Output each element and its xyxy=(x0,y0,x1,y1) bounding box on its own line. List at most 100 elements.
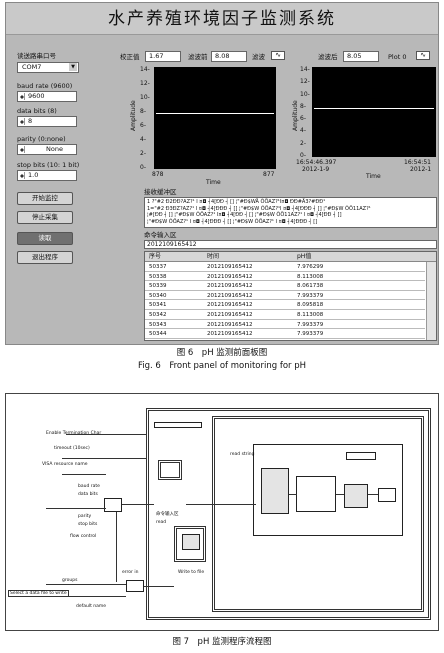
y-tick-label: 12- xyxy=(300,78,310,86)
cell-index: 50340 xyxy=(149,292,167,299)
cell-ph: 8.113008 xyxy=(297,312,324,318)
plot-legend-icon[interactable]: ∿ xyxy=(416,51,430,60)
filter-label: 滤波 xyxy=(252,53,265,61)
table-row[interactable]: 50337 2012109165412 7.976299 xyxy=(145,263,425,272)
format-node xyxy=(346,452,376,460)
databits-label: data bits (8) xyxy=(17,107,57,115)
cell-time: 2012109165412 xyxy=(207,292,253,299)
graph-node xyxy=(378,488,396,502)
recv-buffer[interactable]: 1 ?"#2 Ð2ÐÐ?AZ?¹ I ¤◘ ┤4[ÐÐ ┤ [] ¦"#Ð$WÄ… xyxy=(144,197,437,228)
flow-control-label: flow control xyxy=(70,534,97,539)
cell-index: 50337 xyxy=(149,264,167,270)
wire xyxy=(68,596,126,597)
filter-node xyxy=(296,476,336,512)
wire xyxy=(122,504,154,505)
recv-line: ¦"#Ð$W ÕÖAZ?¹ I ¤◘ ┤4[ÐÐÐ ┤ [] ¦"#Ð$W ÕÖ… xyxy=(147,218,318,225)
databits-input[interactable]: 8 xyxy=(17,116,77,127)
cell-index: 50343 xyxy=(149,321,167,328)
y-tick-label: 8- xyxy=(300,102,306,110)
wire xyxy=(368,494,378,495)
read-button[interactable]: 读取 xyxy=(17,232,73,245)
after-label: 滤波后 xyxy=(318,53,338,61)
port-label: 读送路串口号 xyxy=(17,52,56,60)
visa-name-label: VISA resource name xyxy=(42,462,88,467)
correction-input[interactable]: 1.67 xyxy=(145,51,181,62)
table-row[interactable]: 50340 2012109165412 7.993379 xyxy=(145,292,425,301)
cell-index: 50344 xyxy=(149,331,167,338)
y-tick-label: 0- xyxy=(300,152,306,159)
table-scrollbar[interactable] xyxy=(426,262,436,340)
enable-term-label: Enable Termination Char xyxy=(46,431,102,436)
cell-time: 2012109165412 xyxy=(207,264,253,270)
groups-label: groups xyxy=(62,578,78,583)
table-row[interactable]: 50338 2012109165412 8.113008 xyxy=(145,273,425,282)
wire xyxy=(144,586,174,587)
before-value: 8.08 xyxy=(211,51,247,62)
baud-rate-label: baud rate xyxy=(78,484,100,489)
wave-icon[interactable]: ∿ xyxy=(271,51,285,60)
spinner-icon[interactable] xyxy=(19,172,25,179)
table-row[interactable]: 50342 2012109165412 8.113008 xyxy=(145,311,425,320)
recv-line: 1="#2 Ð3ÐZ?AZ?¹ I ¤◘ ┤4[ÐÐÐ ┤ [] ¦"#Ð$W … xyxy=(147,205,371,212)
plot-label: Plot 0 xyxy=(388,53,407,61)
chevron-down-icon[interactable]: ▼ xyxy=(69,63,77,71)
start-monitor-button[interactable]: 开始监控 xyxy=(17,192,73,205)
write-file-label: Write to file xyxy=(178,570,205,575)
graph-right-xend-date: 2012-1 xyxy=(410,166,432,173)
spinner-icon[interactable] xyxy=(19,118,25,125)
recv-label: 接收缓冲区 xyxy=(144,188,177,196)
read-node-label: read xyxy=(156,520,167,525)
cell-ph: 7.993379 xyxy=(297,292,324,299)
parity-input[interactable]: None xyxy=(17,144,77,155)
wire xyxy=(289,494,297,495)
stop-collect-button[interactable]: 停止采集 xyxy=(17,211,73,224)
cell-index: 50338 xyxy=(149,273,167,280)
after-value: 8.05 xyxy=(343,51,379,62)
front-panel: 水产养殖环境因子监测系统 读送路串口号 COM7 ▼ baud rate (96… xyxy=(5,2,439,345)
app-title: 水产养殖环境因子监测系统 xyxy=(108,9,336,29)
col-ph: pH值 xyxy=(297,253,312,260)
select-file-label: Select a data file to write xyxy=(8,590,69,597)
correction-label: 校正值 xyxy=(120,53,140,61)
parity-label: parity (0:none) xyxy=(17,135,66,143)
stopbits-input[interactable]: 1.0 xyxy=(17,170,77,181)
spinner-icon[interactable] xyxy=(19,93,25,100)
stopbits-label: stop bits (10: 1 bit) xyxy=(17,161,80,169)
cmd-input[interactable]: 2012109165412 xyxy=(144,240,437,249)
stop-bits-label: stop bits xyxy=(78,522,98,527)
wire xyxy=(66,434,146,435)
col-time: 时间 xyxy=(207,253,220,260)
exit-button[interactable]: 退出程序 xyxy=(17,251,73,264)
graph-left-xlabel: Time xyxy=(206,179,221,186)
port-select[interactable]: COM7 ▼ xyxy=(17,62,79,73)
graph-left-xstart: 878 xyxy=(152,171,164,178)
y-tick-label: 2- xyxy=(300,139,306,147)
cell-ph: 7.976299 xyxy=(297,264,324,270)
before-label: 滤波前 xyxy=(188,53,208,61)
cell-ph: 8.113008 xyxy=(297,273,324,280)
cell-time: 2012109165412 xyxy=(207,273,253,280)
out-name-label: default name xyxy=(76,604,107,609)
graph-right-xstart-time: 16:54:46.397 xyxy=(296,159,337,166)
y-tick-label: 14- xyxy=(140,66,150,73)
cell-time: 2012109165412 xyxy=(207,331,253,338)
wire xyxy=(336,494,344,495)
spinner-icon[interactable] xyxy=(19,146,25,153)
y-tick-label: 10- xyxy=(300,90,310,98)
recv-line: ¦#[ÐÐ ┤ [] ¦"#Ð$W ÕÖAZ?¹ I¤◘ ┤4[ÐÐ ┤ [] … xyxy=(147,212,342,218)
parity-label: parity xyxy=(78,514,92,519)
graph-left-xend: 877 xyxy=(263,171,275,178)
baud-input[interactable]: 9600 xyxy=(17,91,77,102)
serial-config-node xyxy=(104,498,122,512)
y-tick-label: 2- xyxy=(140,150,146,157)
y-tick-label: 8- xyxy=(140,108,146,115)
cell-time: 2012109165412 xyxy=(207,312,253,318)
y-tick-label: 14- xyxy=(300,66,310,73)
fig6-caption-en: Fig. 6 Front panel of monitoring for pH xyxy=(138,361,306,371)
cell-index: 50342 xyxy=(149,312,167,318)
wire xyxy=(186,504,256,505)
